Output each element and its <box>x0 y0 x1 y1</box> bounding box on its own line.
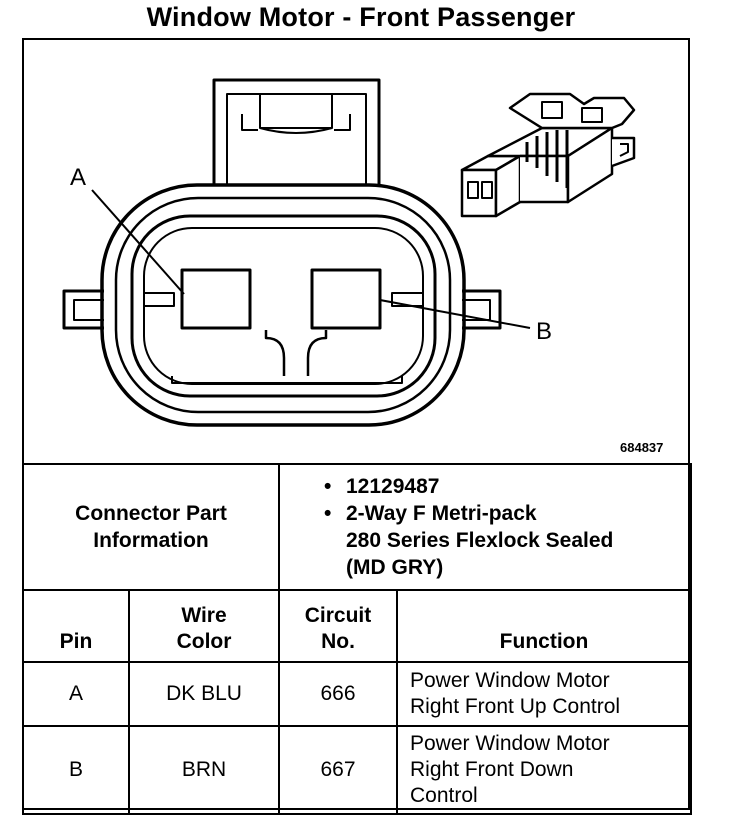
part-number: 12129487 <box>320 473 690 500</box>
row-b-function: Power Window Motor Right Front Down Cont… <box>396 725 692 815</box>
header-wire-color-line2: Color <box>176 630 232 653</box>
row-a-function-line2: Right Front Up Control <box>410 695 621 718</box>
connector-ear-left <box>62 289 104 330</box>
header-wire-color-line1: Wire <box>181 604 227 627</box>
connector-info-table: Connector Part Information 12129487 2-Wa… <box>22 463 692 815</box>
connector-ear-right <box>462 289 502 330</box>
row-b-function-line2: Right Front Down <box>410 758 574 781</box>
part-description: 2-Way F Metri-pack 280 Series Flexlock S… <box>320 500 690 581</box>
connector-part-label-line1: Connector Part <box>75 502 227 525</box>
connector-part-label-line2: Information <box>93 529 209 552</box>
part-number-text: 12129487 <box>346 475 440 498</box>
row-b-circuit: 667 <box>278 725 398 815</box>
row-a-pin: A <box>22 661 130 727</box>
callout-line-a <box>91 189 185 295</box>
header-function-text: Function <box>499 630 589 653</box>
terminal-cavity-a <box>180 268 252 330</box>
row-b-function-line3: Control <box>410 784 478 807</box>
header-wire-color: Wire Color <box>128 589 280 663</box>
callout-line-b <box>379 299 531 329</box>
row-b-wire-color: BRN <box>128 725 280 815</box>
connector-housing <box>100 183 466 427</box>
callout-label-a: A <box>70 164 87 191</box>
connector-latch <box>212 78 381 186</box>
row-a-wire-color: DK BLU <box>128 661 280 727</box>
part-description-line2: 280 Series Flexlock Sealed <box>346 529 614 552</box>
connector-part-label-cell: Connector Part Information <box>22 463 280 591</box>
page-title: Window Motor - Front Passenger <box>146 2 576 32</box>
terminal-cavity-b <box>310 268 382 330</box>
table-row: A DK BLU 666 Power Window Motor Right Fr… <box>22 661 692 727</box>
header-circuit-line2: No. <box>321 630 355 653</box>
connector-part-row: Connector Part Information 12129487 2-Wa… <box>22 463 692 591</box>
row-a-function: Power Window Motor Right Front Up Contro… <box>396 661 692 727</box>
header-function: Function <box>396 589 692 663</box>
header-circuit: Circuit No. <box>278 589 398 663</box>
connector-perspective-illustration <box>460 92 636 218</box>
row-b-function-line1: Power Window Motor <box>410 732 610 755</box>
header-pin: Pin <box>22 589 130 663</box>
connector-part-details-cell: 12129487 2-Way F Metri-pack 280 Series F… <box>278 463 692 591</box>
part-description-line3: (MD GRY) <box>346 556 444 579</box>
part-description-line1: 2-Way F Metri-pack <box>346 502 537 525</box>
figure-id: 684837 <box>620 440 664 455</box>
callout-label-b: B <box>536 318 553 345</box>
header-circuit-line1: Circuit <box>304 604 372 627</box>
header-pin-text: Pin <box>59 630 93 653</box>
connector-cavity <box>130 214 437 398</box>
row-b-pin: B <box>22 725 130 815</box>
table-header-row: Pin Wire Color Circuit No. Function <box>22 589 692 663</box>
connector-diagram <box>62 78 636 427</box>
row-a-function-line1: Power Window Motor <box>410 669 610 692</box>
row-a-circuit: 666 <box>278 661 398 727</box>
connector-part-list: 12129487 2-Way F Metri-pack 280 Series F… <box>320 473 690 581</box>
table-row: B BRN 667 Power Window Motor Right Front… <box>22 725 692 815</box>
